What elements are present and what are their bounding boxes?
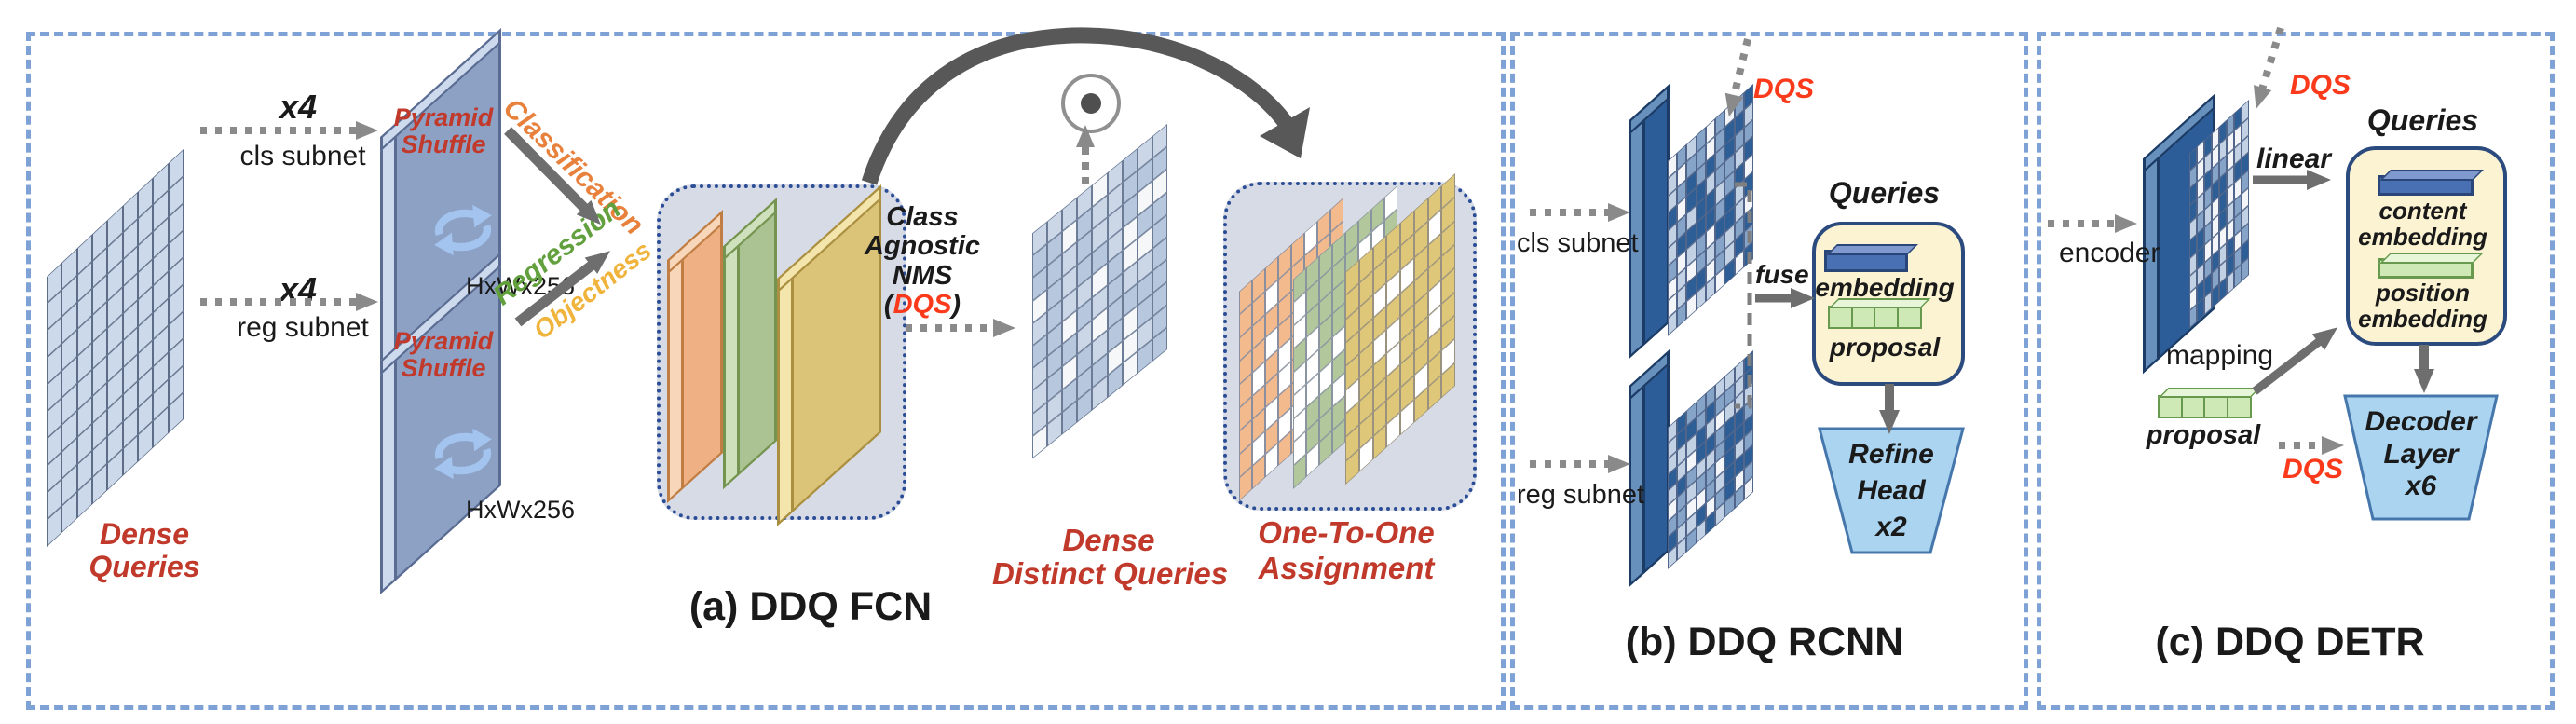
embedding-label: embedding bbox=[1815, 273, 1955, 302]
paren: ) bbox=[951, 289, 961, 320]
caption-ddq-detr: (c) DDQ DETR bbox=[2155, 620, 2425, 664]
dense-distinct-label-2: Distinct Queries bbox=[992, 556, 1229, 591]
bar-top-edge bbox=[2379, 253, 2484, 264]
proposal-label-b: proposal bbox=[1829, 333, 1941, 362]
label-line: Head bbox=[1857, 475, 1926, 506]
refine-head-trapezoid bbox=[1818, 427, 1965, 554]
label-line: Layer bbox=[2383, 438, 2459, 470]
label-line: Pyramid bbox=[393, 327, 494, 355]
paren: ( bbox=[883, 289, 893, 320]
pyramid-shuffle-reg-label: Pyramid Shuffle bbox=[389, 327, 497, 383]
classification-map-slab bbox=[667, 210, 723, 504]
dims-reg-label: HxWx256 bbox=[466, 496, 576, 524]
slab-left-edge bbox=[723, 240, 740, 490]
reg-subnet-label: reg subnet bbox=[237, 312, 369, 343]
dense-distinct-label-1: Dense bbox=[1062, 523, 1155, 557]
label-line-dqs: (DQS) bbox=[838, 289, 1006, 320]
position-embedding-label: position embedding bbox=[2346, 280, 2500, 332]
one-to-one-label-1: One-To-One bbox=[1258, 515, 1435, 550]
dqs-selection-label-c: DQS bbox=[2290, 70, 2351, 101]
proposal-cube bbox=[2203, 395, 2228, 418]
content-embedding-bar bbox=[2378, 170, 2484, 196]
dqs-label-b: DQS bbox=[1753, 74, 1815, 104]
decoder-layer-trapezoid bbox=[2343, 394, 2499, 521]
proposal-cube bbox=[1874, 306, 1899, 329]
label-line: Refine bbox=[1848, 439, 1934, 470]
proposal-cube bbox=[1850, 306, 1876, 329]
position-embedding-bar bbox=[2378, 253, 2484, 279]
decoder-layer-label: Decoder Layer x6 bbox=[2345, 406, 2497, 503]
one-to-one-label-2: Assignment bbox=[1258, 551, 1435, 585]
proposal-cube bbox=[1896, 306, 1922, 329]
reg-feature-map bbox=[1629, 349, 1670, 588]
cls-subnet-label: cls subnet bbox=[239, 141, 366, 171]
label-line: embedding bbox=[2358, 223, 2487, 252]
proposal-cube bbox=[2158, 395, 2183, 418]
encoder-label: encoder bbox=[2059, 238, 2160, 268]
dot bbox=[1081, 93, 1101, 114]
proposal-cube bbox=[1828, 306, 1853, 329]
label-line: Class bbox=[886, 202, 959, 232]
queries-title-b: Queries bbox=[1828, 176, 1941, 210]
cubes-top-edge bbox=[2158, 388, 2261, 398]
proposal-label-c: proposal bbox=[2146, 420, 2261, 450]
content-embedding-label: content embedding bbox=[2346, 198, 2500, 250]
label-line: Queries bbox=[89, 549, 200, 583]
caption-ddq-fcn: (a) DDQ FCN bbox=[688, 584, 933, 629]
slab-left-edge bbox=[380, 354, 397, 595]
cls-subnet-label-b: cls subnet bbox=[1517, 228, 1639, 258]
regression-map-slab bbox=[723, 198, 777, 490]
embedding-bar bbox=[1824, 244, 1918, 272]
caption-ddq-rcnn: (b) DDQ RCNN bbox=[1625, 620, 1904, 664]
proposal-cubes-b bbox=[1828, 298, 1931, 329]
shuffle-cycle-icon bbox=[434, 428, 492, 480]
linear-label: linear bbox=[2256, 143, 2332, 174]
dense-queries-label: Dense Queries bbox=[89, 518, 200, 582]
label-line: Agnostic bbox=[864, 231, 981, 262]
fuse-label: fuse bbox=[1755, 260, 1809, 289]
label-line: Dense bbox=[99, 517, 190, 551]
dqs-decoder-label-c: DQS bbox=[2283, 454, 2344, 485]
bar-top-edge bbox=[1826, 244, 1918, 255]
cls-feature-map bbox=[1629, 84, 1670, 360]
label-line: NMS bbox=[892, 260, 953, 291]
x4-cls-label: x4 bbox=[279, 88, 318, 126]
label-line: embedding bbox=[2358, 305, 2487, 334]
slab-left-edge bbox=[667, 253, 684, 504]
slab-left-edge bbox=[777, 272, 794, 526]
shuffle-cycle-icon bbox=[434, 204, 492, 256]
mapping-label: mapping bbox=[2166, 340, 2274, 371]
reg-subnet-label-b: reg subnet bbox=[1517, 480, 1645, 510]
refine-head-label: Refine Head x2 bbox=[1820, 436, 1963, 545]
label-line: content bbox=[2378, 197, 2467, 225]
proposal-cube bbox=[2180, 395, 2206, 418]
panel-ddq-detr bbox=[2037, 32, 2555, 710]
label-line: Shuffle bbox=[401, 354, 486, 383]
dqs-label: DQS bbox=[893, 289, 952, 320]
label-line: x6 bbox=[2405, 471, 2437, 501]
label-line: Pyramid bbox=[393, 103, 494, 131]
proposal-cubes-c bbox=[2158, 388, 2261, 418]
label-line: Decoder bbox=[2365, 406, 2477, 437]
class-agnostic-nms-label: Class Agnostic NMS (DQS) bbox=[838, 202, 1006, 320]
proposal-cube bbox=[2226, 395, 2252, 418]
elementwise-product-icon bbox=[1061, 74, 1121, 133]
label-line: x2 bbox=[1875, 512, 1907, 542]
pyramid-shuffle-cls-label: Pyramid Shuffle bbox=[389, 103, 497, 159]
panel-ddq-fcn bbox=[26, 32, 1506, 710]
panel-ddq-rcnn bbox=[1510, 32, 2028, 710]
label-line: position bbox=[2375, 279, 2471, 307]
bar-top-edge bbox=[2379, 170, 2484, 181]
label-line: Shuffle bbox=[401, 130, 486, 159]
queries-title-c: Queries bbox=[2366, 103, 2479, 137]
x4-reg-label: x4 bbox=[279, 270, 318, 308]
